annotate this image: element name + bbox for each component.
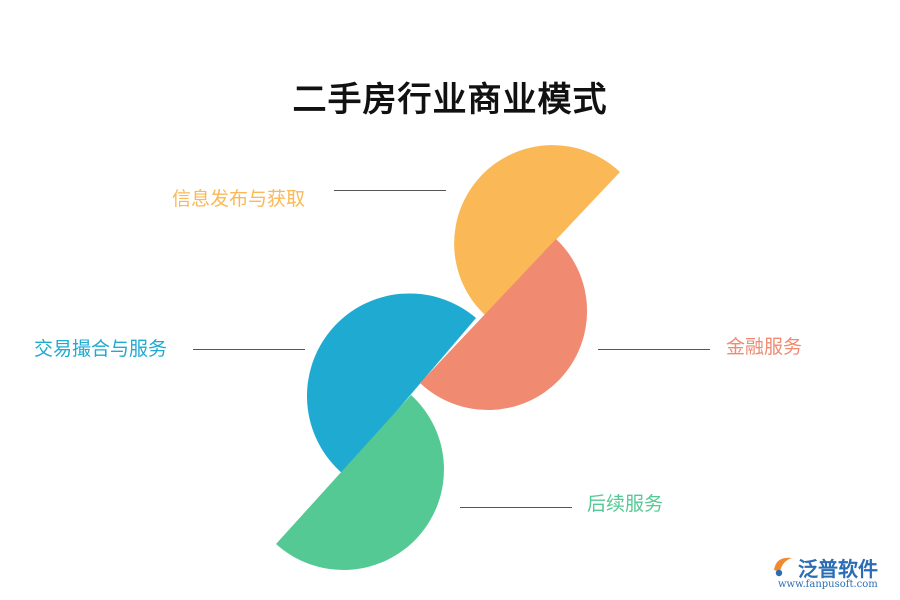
leader-line-after (460, 507, 572, 508)
brand-logo-icon (774, 557, 792, 577)
label-info: 信息发布与获取 (172, 188, 306, 210)
brand-name: 泛普软件 (798, 557, 878, 581)
segment-after-shape (276, 395, 444, 570)
segment-info-shape (454, 145, 620, 315)
brand-logo: 泛普软件 www.fanpusoft.com (770, 552, 898, 596)
segment-trade-shape (306, 293, 476, 474)
label-finance: 金融服务 (726, 336, 803, 358)
brand-url: www.fanpusoft.com (778, 579, 878, 590)
label-after: 后续服务 (587, 493, 664, 515)
leader-line-trade (193, 349, 305, 350)
diagram-title: 二手房行业商业模式 (292, 80, 608, 120)
leader-line-finance (598, 349, 710, 350)
segment-finance-shape (420, 239, 588, 411)
leader-line-info (334, 190, 446, 191)
label-trade: 交易撮合与服务 (34, 338, 168, 360)
